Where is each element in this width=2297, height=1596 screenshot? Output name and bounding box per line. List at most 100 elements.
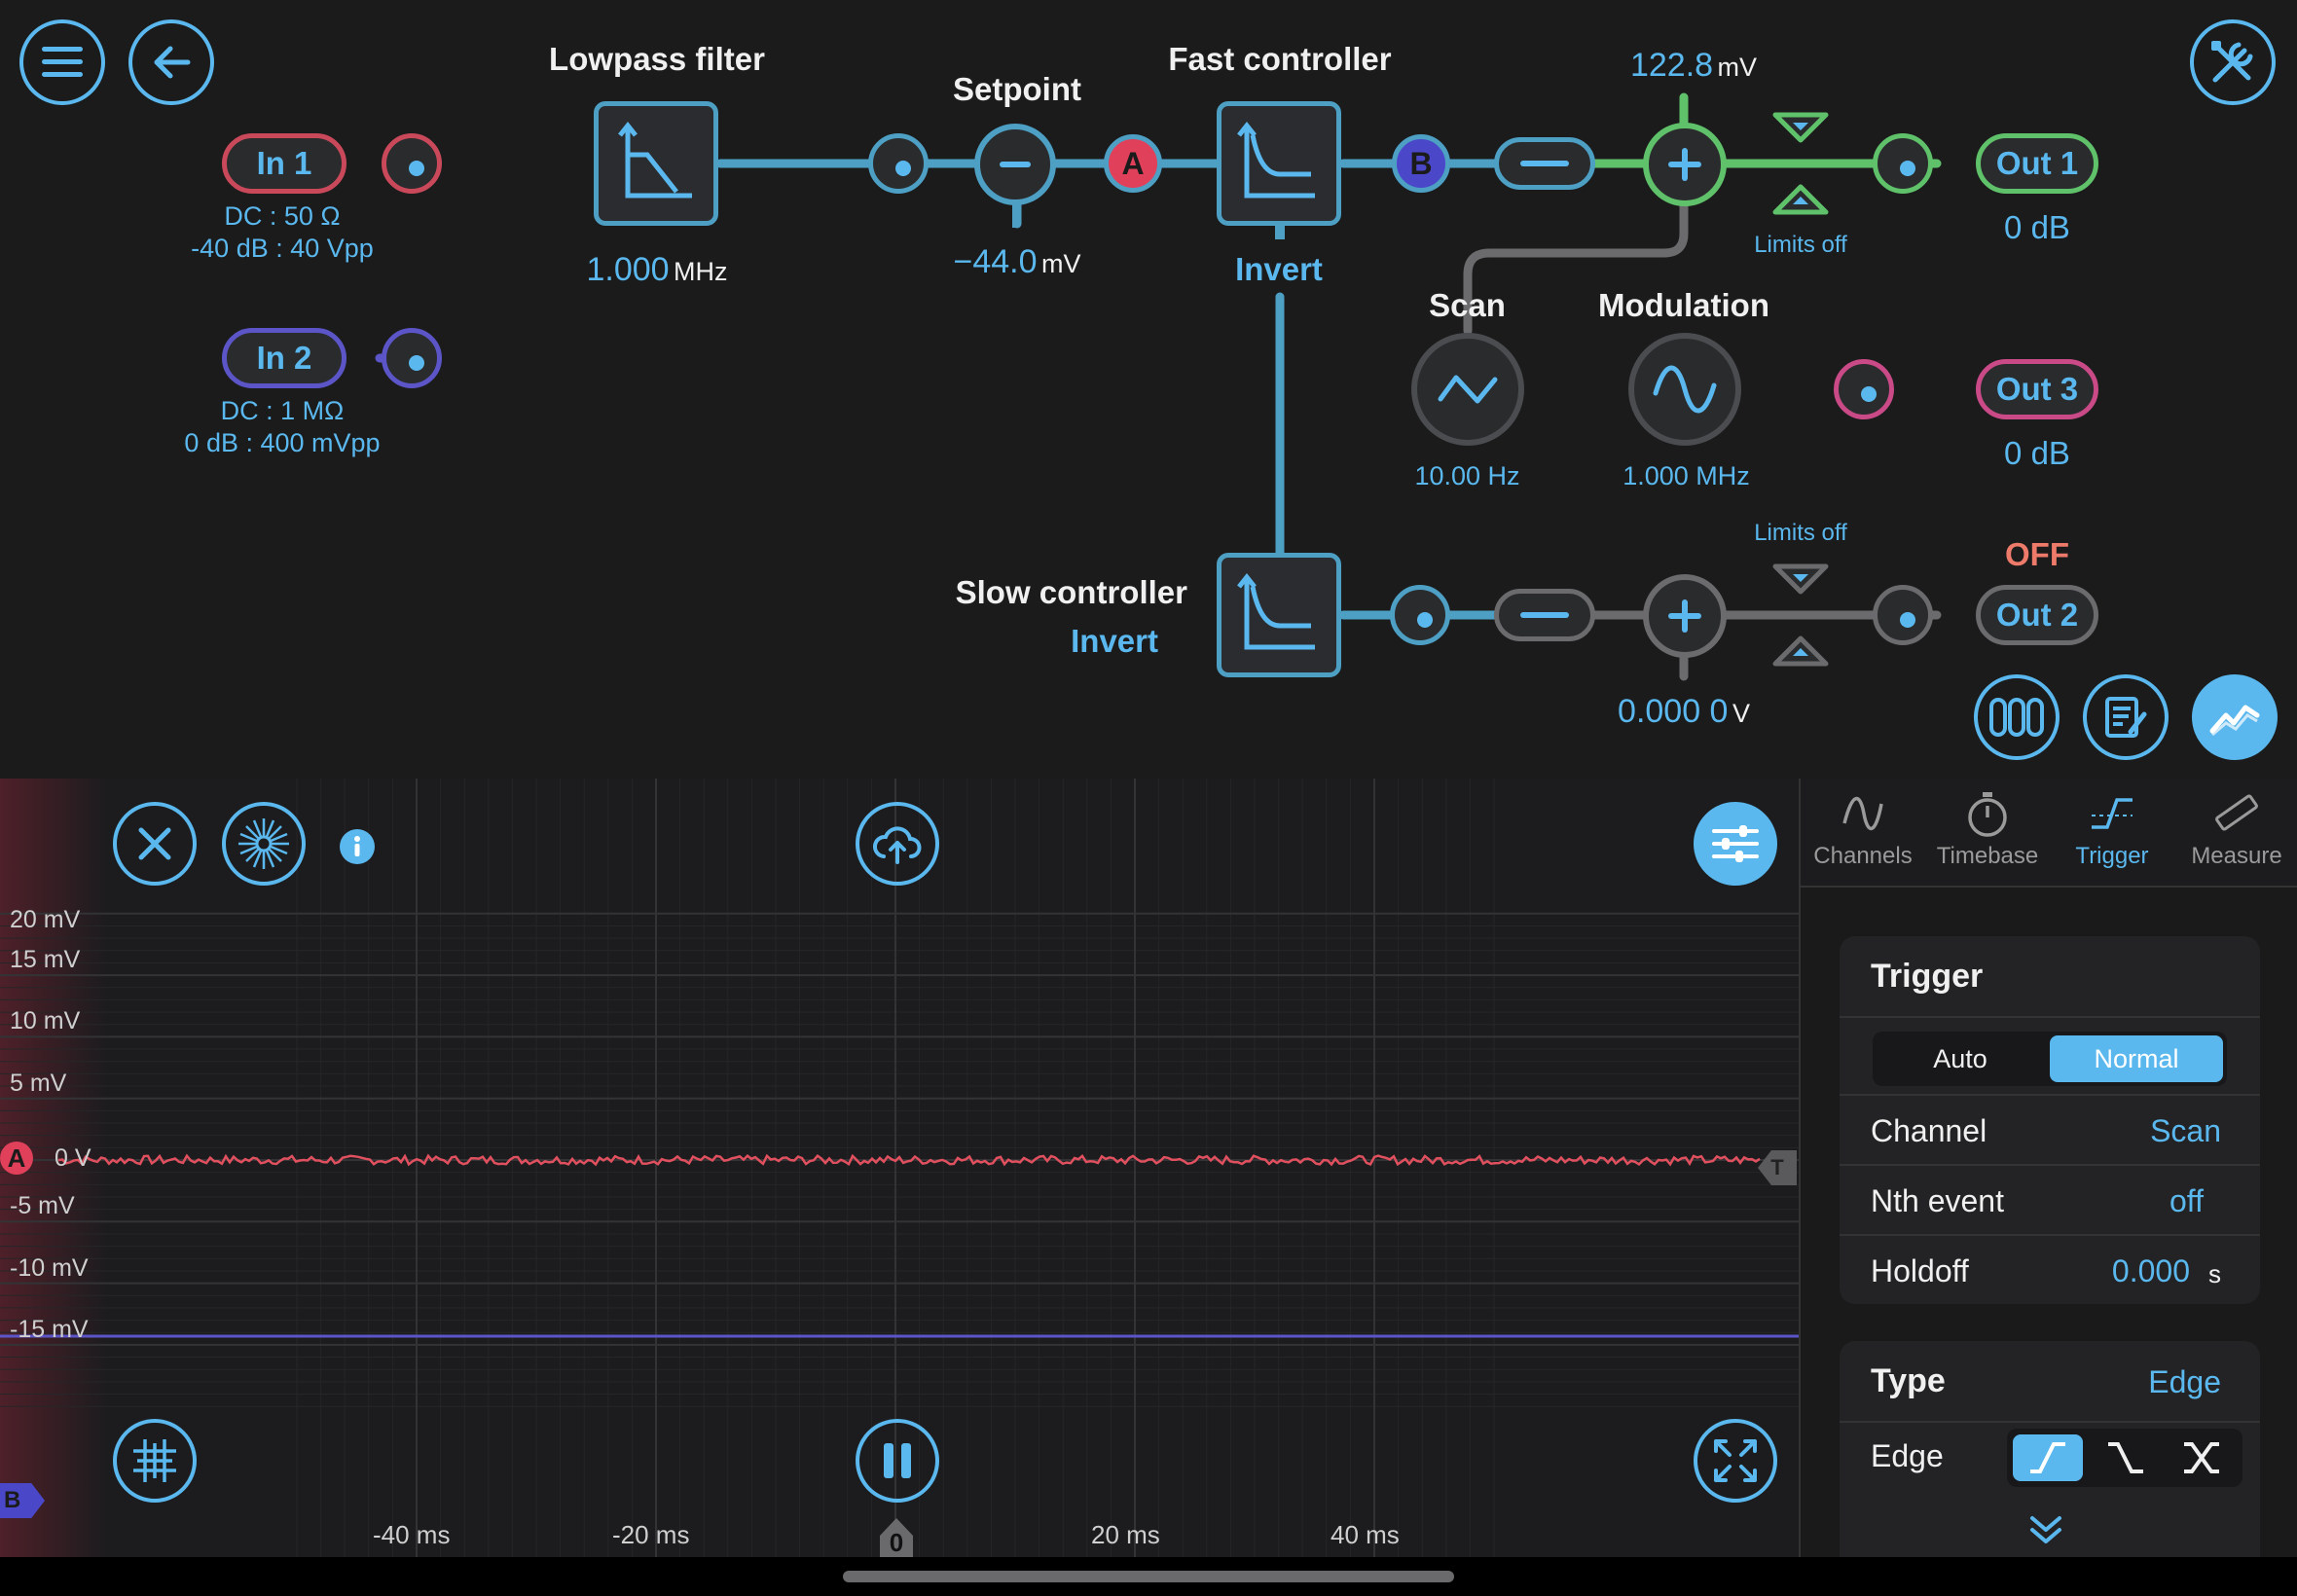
output-2-button[interactable]: Out 2 [1976,585,2098,645]
slow-controller-title: Slow controller [955,574,1187,610]
setpoint-input-node[interactable] [868,133,929,194]
clear-button[interactable] [113,802,197,886]
lowpass-filter-block[interactable] [594,101,718,226]
trace-chart-icon [2209,705,2260,737]
bottom-offset-minus-button[interactable] [1494,589,1595,641]
cursor-grid-button[interactable] [113,1419,197,1503]
top-sum-node[interactable] [1643,123,1727,206]
fast-controller-title: Fast controller [1168,41,1392,77]
marker-a-point[interactable]: A [1104,134,1162,193]
type-value[interactable]: Edge [2148,1364,2221,1399]
setpoint-unit: mV [1040,249,1081,278]
trigger-position-marker[interactable]: 0 [874,1516,919,1557]
slow-controller-block[interactable] [1217,553,1341,677]
controller-response-icon [1237,572,1315,650]
top-lower-limit-button[interactable] [1769,181,1832,218]
scope-plot[interactable] [0,779,1799,1557]
bottom-offset-value[interactable]: 0.000 0 [1618,693,1729,730]
modulation-frequency[interactable]: 1.000 MHz [1622,461,1750,490]
plus-icon [1668,148,1701,181]
tab-trigger[interactable]: Trigger [2050,788,2174,886]
menu-button[interactable] [19,19,105,105]
tab-measure[interactable]: Measure [2174,788,2297,886]
setpoint-value[interactable]: −44.0 [953,243,1038,280]
tab-timebase[interactable]: Timebase [1925,788,2050,886]
fast-controller-block[interactable] [1217,101,1341,226]
x-tick-label: -20 ms [612,1520,690,1549]
triangle-wave-icon [1438,375,1498,404]
edge-falling-option[interactable] [2091,1434,2161,1481]
bottom-upper-limit-button[interactable] [1769,561,1832,598]
edge-segmented [2007,1429,2242,1487]
scope-view-button[interactable] [2192,674,2278,760]
autoscale-button[interactable] [1694,1419,1777,1503]
edge-rising-option[interactable] [2013,1434,2083,1481]
trigger-position-pin [880,1518,913,1557]
y-tick-label: 10 mV [10,1007,81,1035]
bottom-limits-status[interactable]: Limits off [1754,520,1847,546]
trigger-holdoff-label: Holdoff [1871,1253,1969,1288]
trigger-channel-value[interactable]: Scan [2150,1113,2221,1148]
lowpass-title: Lowpass filter [549,41,765,77]
top-limits-status[interactable]: Limits off [1754,232,1847,258]
input-2-button[interactable]: In 2 [222,328,346,388]
scroll-more-button[interactable] [2017,1510,2075,1549]
type-card: Type Edge Edge [1840,1341,2260,1557]
scope-settings-button[interactable] [1694,802,1777,886]
slow-output-node[interactable] [1390,585,1450,645]
bottom-lower-limit-button[interactable] [1769,633,1832,670]
tab-trigger-label: Trigger [2075,843,2149,869]
channels-view-button[interactable] [1974,674,2060,760]
plus-icon [1668,599,1701,633]
trigger-mode-normal[interactable]: Normal [2050,1035,2223,1082]
input-1-node[interactable] [382,133,442,194]
output-3-node[interactable] [1834,359,1894,419]
output-2-node[interactable] [1873,585,1933,645]
both-edges-icon [2184,1442,2219,1473]
signal-diagram: In 1 DC : 50 Ω -40 dB : 40 Vpp In 2 DC :… [0,0,2297,779]
input-1-label: In 1 [256,145,312,181]
trigger-mode-segmented: Auto Normal [1873,1032,2227,1086]
bottom-sum-node[interactable] [1643,574,1727,658]
modulation-title: Modulation [1598,287,1769,323]
y-tick-label: 15 mV [10,946,81,974]
output-1-button[interactable]: Out 1 [1976,133,2098,194]
notes-button[interactable] [2083,674,2169,760]
back-button[interactable] [128,19,214,105]
scan-generator-knob[interactable] [1411,333,1524,446]
setpoint-title: Setpoint [953,71,1081,107]
pause-button[interactable] [856,1419,939,1503]
modulation-generator-knob[interactable] [1628,333,1741,446]
info-button[interactable] [340,829,375,864]
persistence-button[interactable] [222,802,306,886]
tab-channels[interactable]: Channels [1801,788,1925,886]
setpoint-subtract-button[interactable] [974,124,1056,205]
close-icon [138,827,171,860]
trigger-holdoff-value[interactable]: 0.000 [2111,1253,2190,1288]
triangle-up-icon [1772,184,1829,215]
input-2-node[interactable] [382,328,442,388]
trigger-nth-row[interactable]: Nth event off [1840,1164,2260,1234]
lowpass-value[interactable]: 1.000 [586,251,670,288]
tools-button[interactable] [2190,19,2276,105]
marker-b-point[interactable]: B [1392,134,1450,193]
trigger-channel-row[interactable]: Channel Scan [1840,1094,2260,1164]
trigger-mode-auto[interactable]: Auto [1933,1043,1987,1073]
trigger-nth-value[interactable]: off [2169,1183,2204,1218]
channel-a-marker[interactable]: A [0,1142,33,1175]
trigger-holdoff-row[interactable]: Holdoff 0.000 s [1840,1234,2260,1304]
slow-controller-mode[interactable]: Invert [1071,623,1158,659]
output-3-button[interactable]: Out 3 [1976,359,2098,419]
top-upper-limit-button[interactable] [1769,109,1832,146]
home-indicator[interactable] [843,1571,1454,1582]
scan-frequency[interactable]: 10.00 Hz [1414,461,1520,490]
top-offset-minus-button[interactable] [1494,137,1595,190]
edge-both-option[interactable] [2167,1434,2237,1481]
fast-controller-mode[interactable]: Invert [1235,251,1323,287]
top-offset-readout: 122.8 mV [1596,47,1791,85]
output-1-node[interactable] [1873,133,1933,194]
upload-button[interactable] [856,802,939,886]
top-offset-value[interactable]: 122.8 [1629,47,1714,84]
y-tick-label: -15 mV [10,1315,89,1343]
input-1-button[interactable]: In 1 [222,133,346,194]
